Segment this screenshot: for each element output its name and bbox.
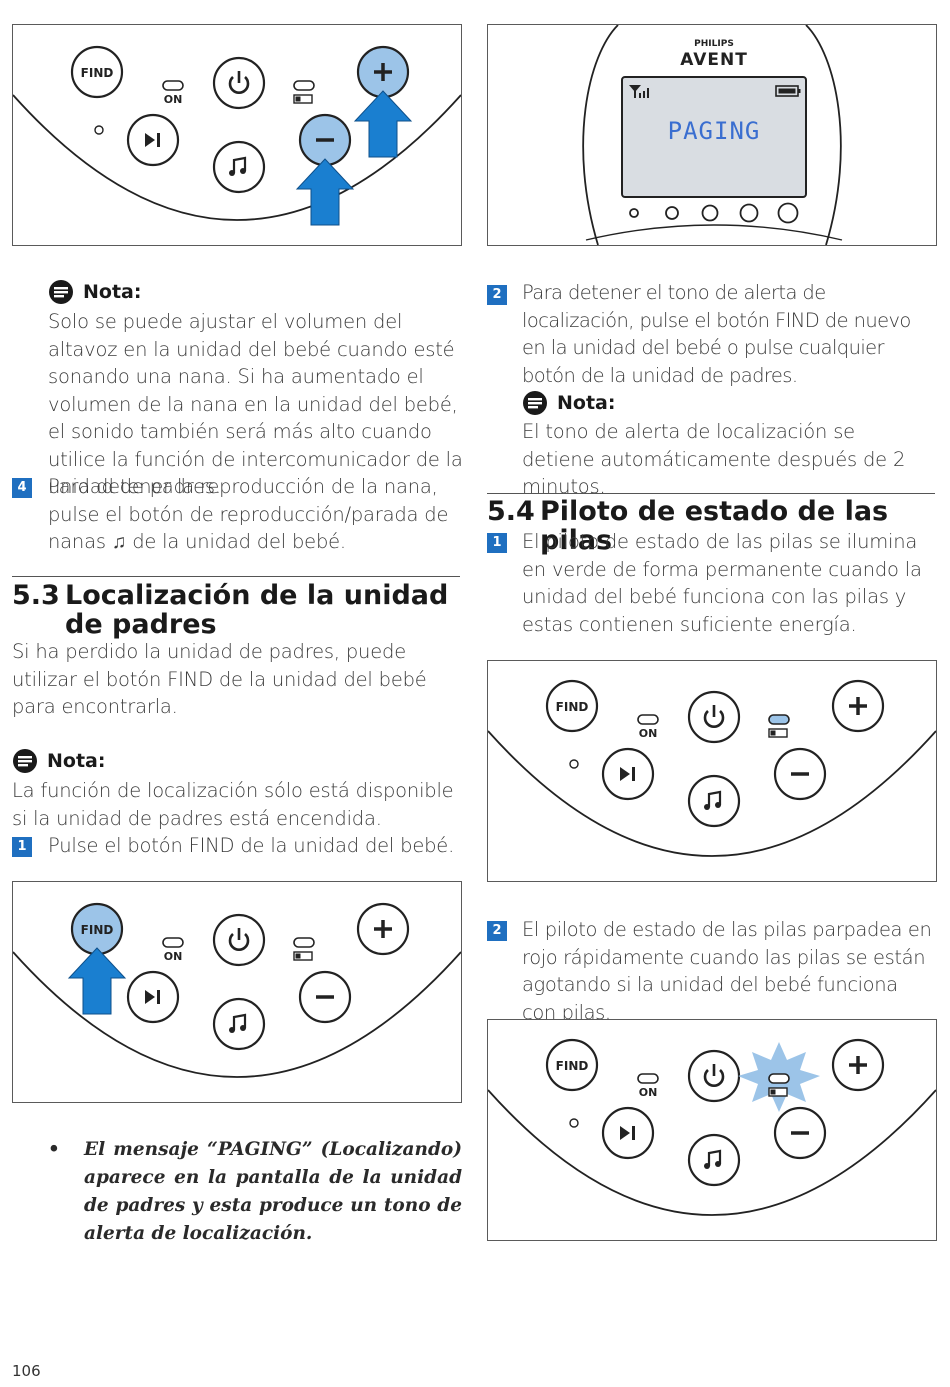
battery-icon [768,1087,788,1097]
arrow-up-icon [295,90,413,226]
section-54-number: 5.4 [487,496,535,527]
bullet-mark: • [48,1139,60,1160]
arrow-up-icon [67,947,127,1015]
section-53-intro: Si ha perdido la unidad de padres, puede… [12,640,427,718]
on-label: ON [639,727,658,740]
page-number: 106 [12,1362,41,1380]
find-label: FIND [556,1059,589,1073]
find-label: FIND [556,700,589,714]
play-stop-button[interactable] [601,747,655,801]
on-led [162,937,184,948]
figure-parent-unit-display: PHILIPS AVENT PAGING [487,24,937,246]
volume-up-button[interactable] [356,45,410,99]
section-53-number: 5.3 [12,580,60,611]
volume-down-button[interactable] [773,1106,827,1160]
figure-battery-led-steady: FIND ON [487,660,937,882]
step-2a-text: Para detener el tono de alerta de locali… [522,281,911,387]
battery-led-lit [768,714,790,725]
note-3-heading: Nota: [522,390,615,416]
battery-icon [768,728,788,738]
volume-down-button[interactable] [773,747,827,801]
power-button[interactable] [687,690,741,744]
note-3-title: Nota: [557,392,616,414]
section-54-title: Piloto de estado de las pilas [540,496,889,556]
step-1-number: 1 [12,837,32,857]
play-stop-button[interactable] [126,970,180,1024]
brand-logo: AVENT [680,50,748,70]
note-icon [49,280,73,304]
power-button[interactable] [212,913,266,967]
on-label: ON [639,1086,658,1099]
battery-full-icon [775,85,801,97]
power-button[interactable] [687,1049,741,1103]
volume-up-button[interactable] [831,679,885,733]
figure-find-button: FIND ON [12,881,462,1103]
note-icon [13,749,37,773]
bullet-text: El mensaje “PAGING” (Localizando) aparec… [84,1139,462,1244]
battery-icon [293,94,313,104]
mic-hole [569,1118,579,1128]
find-label: FIND [81,66,114,80]
battery-led [293,80,315,91]
note-2-title: Nota: [47,750,106,772]
on-led [637,714,659,725]
on-led [162,80,184,91]
section-54-rule [487,493,935,494]
section-53-rule [12,576,460,577]
note-icon [523,391,547,415]
on-label: ON [164,93,183,106]
find-button[interactable]: FIND [70,45,124,99]
on-led [637,1073,659,1084]
on-label: ON [164,950,183,963]
note-2-text: La función de localización sólo está dis… [12,779,454,830]
paging-display-text: PAGING [668,117,761,145]
led-row [629,202,799,224]
step-2b-number: 2 [487,921,507,941]
battery-led [293,937,315,948]
battery-icon [293,951,313,961]
mic-hole [94,125,104,135]
find-button[interactable]: FIND [545,679,599,733]
step-1b-text: El piloto de estado de las pilas se ilum… [522,530,922,636]
signal-icon [629,85,649,98]
figure-volume-buttons: FIND ON [12,24,462,246]
battery-led-blinking [768,1073,790,1084]
power-button[interactable] [212,56,266,110]
step-4-text: Para detener la reproducción de la nana,… [48,475,449,553]
find-button[interactable]: FIND [70,902,124,956]
step-2b-text: El piloto de estado de las pilas parpade… [522,918,932,1024]
mic-hole [569,759,579,769]
step-1-text: Pulse el botón FIND de la unidad del beb… [48,834,455,857]
note-1-text: Solo se puede ajustar el volumen del alt… [48,310,463,498]
step-2a-number: 2 [487,285,507,305]
play-stop-button[interactable] [601,1106,655,1160]
section-53-title: Localización de la unidad de padres [65,580,449,640]
lullaby-button[interactable] [212,997,266,1051]
step-4-number: 4 [12,478,32,498]
play-stop-button[interactable] [126,113,180,167]
find-label: FIND [81,923,114,937]
volume-up-button[interactable] [356,902,410,956]
lullaby-button[interactable] [687,774,741,828]
step-1b-number: 1 [487,533,507,553]
volume-down-button[interactable] [298,113,352,167]
lullaby-button[interactable] [212,140,266,194]
volume-down-button[interactable] [298,970,352,1024]
find-button[interactable]: FIND [545,1038,599,1092]
brand-top: PHILIPS [694,39,734,49]
lcd-screen [621,76,807,198]
note-1-title: Nota: [83,281,142,303]
note-1-heading: Nota: [48,279,141,305]
note-3-text: El tono de alerta de localización se det… [522,420,906,498]
note-2-heading: Nota: [12,748,105,774]
volume-up-button[interactable] [831,1038,885,1092]
figure-battery-led-blinking: FIND ON [487,1019,937,1241]
lullaby-button[interactable] [687,1133,741,1187]
